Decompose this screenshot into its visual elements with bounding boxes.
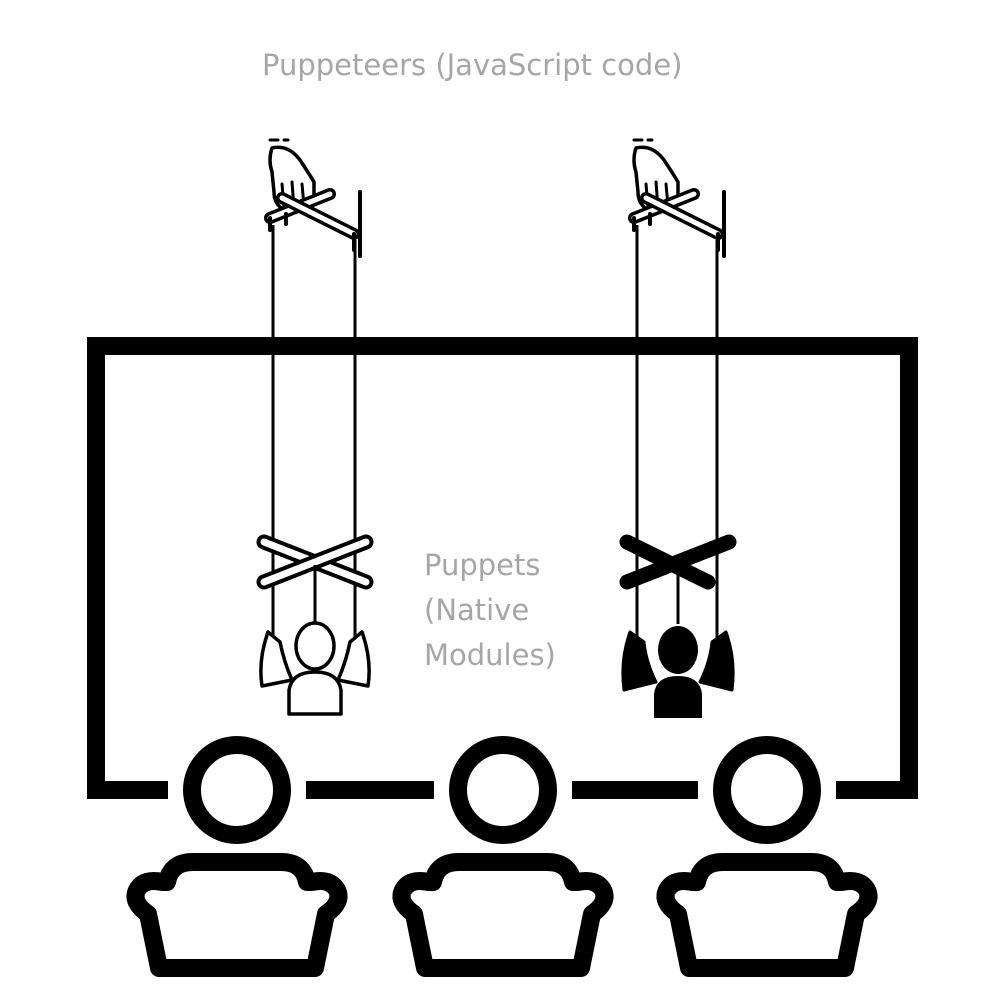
filled-puppet-icon bbox=[619, 534, 737, 718]
outlined-puppet-icon bbox=[256, 534, 374, 716]
puppeteer-hand-icon bbox=[634, 140, 724, 256]
stage-frame bbox=[87, 337, 918, 799]
puppeteer-hand-icon bbox=[270, 140, 360, 256]
audience-person-icon bbox=[665, 745, 868, 968]
puppets-label-line-3: Modules) bbox=[424, 638, 556, 672]
puppeteers-label: Puppeteers (JavaScript code) bbox=[262, 48, 683, 82]
audience-person-icon bbox=[135, 745, 338, 968]
puppets-label-line-1: Puppets bbox=[424, 548, 541, 582]
audience-person-icon bbox=[401, 745, 604, 968]
puppets-label-line-2: (Native bbox=[424, 593, 530, 627]
